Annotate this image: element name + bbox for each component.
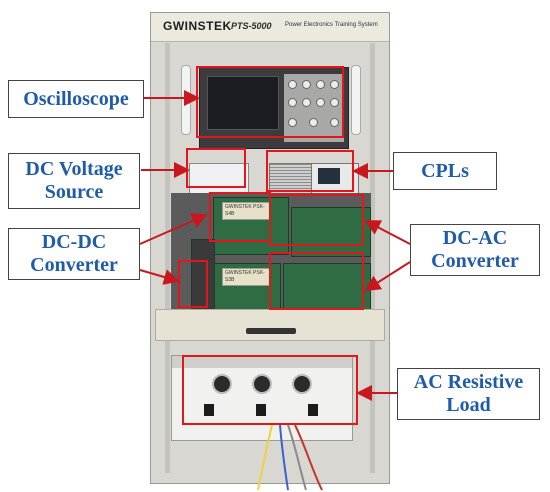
label-ac-resistive-load: AC Resistive Load	[397, 368, 540, 420]
dcac-upper-outline	[269, 194, 364, 246]
scope-knob	[330, 118, 339, 127]
label-dc-voltage-source: DC Voltage Source	[8, 153, 140, 209]
label-oscilloscope: Oscilloscope	[8, 80, 144, 118]
scope-knob	[309, 118, 318, 127]
label-ac-resistive-load-line2: Load	[446, 394, 491, 416]
label-cpls-text: CPLs	[421, 159, 469, 182]
oscilloscope-unit	[199, 67, 349, 149]
scope-knob	[316, 98, 325, 107]
ac-resistive-load-unit	[171, 355, 353, 441]
scope-knob	[288, 118, 297, 127]
scope-knob	[302, 98, 311, 107]
training-system-cabinet: GWINSTEK PTS-5000 Power Electronics Trai…	[150, 12, 390, 484]
label-dc-voltage-source-line2: Source	[44, 181, 104, 203]
load-switch	[204, 404, 214, 416]
inductor-column	[191, 239, 215, 315]
dc-voltage-source-unit	[189, 163, 249, 195]
label-dcdc-converter-line2: Converter	[30, 254, 118, 276]
load-switch	[256, 404, 266, 416]
scope-knob	[330, 80, 339, 89]
ac-load-outline	[182, 355, 358, 425]
cpl-outline	[266, 150, 354, 192]
pull-out-tray	[155, 309, 385, 341]
brand-logo: GWINSTEK	[163, 19, 232, 33]
left-rail	[165, 43, 170, 473]
label-dcac-converter-line2: Converter	[431, 250, 519, 272]
system-name: Power Electronics Training System	[285, 22, 378, 28]
load-selector-knob	[212, 374, 232, 394]
scope-knob	[330, 98, 339, 107]
label-cpls: CPLs	[393, 152, 497, 190]
load-selector-knob	[252, 374, 272, 394]
label-dcdc-converter-line1: DC-DC	[41, 231, 107, 253]
right-handle	[351, 65, 361, 135]
load-selector-knob	[292, 374, 312, 394]
dcdc-upper-outline	[209, 192, 271, 242]
dcac-lower-outline	[269, 252, 364, 310]
scope-knob	[288, 98, 297, 107]
oscilloscope-screen	[207, 76, 279, 130]
load-switch	[308, 404, 318, 416]
dcac-upper-board	[291, 207, 371, 257]
oscilloscope-controls	[284, 74, 344, 142]
load-top-strip	[172, 356, 352, 368]
scope-knob	[316, 80, 325, 89]
label-dcac-converter: DC-AC Converter	[410, 224, 540, 276]
dcac-board-label: GWINSTEK PSK-S3B	[222, 268, 270, 286]
label-dc-voltage-source-line1: DC Voltage	[25, 158, 123, 180]
cpl-screen	[318, 168, 340, 184]
scope-knob	[302, 80, 311, 89]
label-dcac-converter-line1: DC-AC	[442, 227, 508, 249]
board-shelf: GWINSTEK PSK-S4B GWINSTEK PSK-S3B	[171, 193, 371, 319]
label-oscilloscope-text: Oscilloscope	[23, 87, 129, 110]
dcdc-lower-outline	[178, 260, 208, 308]
label-ac-resistive-load-line1: AC Resistive	[413, 371, 524, 393]
tray-handle	[246, 328, 296, 334]
scope-knob	[288, 80, 297, 89]
label-dcdc-converter: DC-DC Converter	[8, 228, 140, 280]
cabinet-header: GWINSTEK PTS-5000 Power Electronics Trai…	[151, 13, 389, 42]
right-rail	[370, 43, 375, 473]
dc-source-outline	[186, 148, 246, 188]
model-name: PTS-5000	[231, 21, 272, 31]
oscilloscope-outline	[196, 66, 344, 138]
